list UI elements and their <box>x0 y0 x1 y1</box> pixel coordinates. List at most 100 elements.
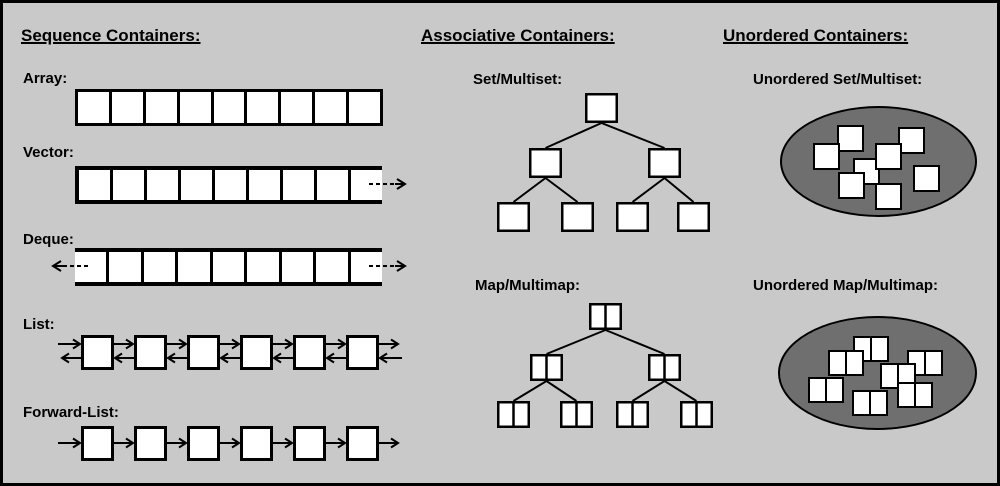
link-arrow-right-icon <box>270 437 294 449</box>
element-cell <box>212 252 248 282</box>
link-arrow-left-icon <box>325 352 349 364</box>
bucket-node <box>813 143 840 170</box>
pair-divider <box>924 352 926 374</box>
list-node <box>134 335 167 370</box>
bucket-pair-node <box>897 382 933 408</box>
list-node <box>293 426 326 461</box>
pair-divider <box>914 384 916 406</box>
bucket-node <box>913 165 940 192</box>
pair-divider <box>825 379 827 401</box>
tree-node <box>677 202 710 232</box>
element-cell <box>247 92 282 123</box>
element-cell <box>78 92 112 123</box>
vector-label: Vector: <box>23 144 74 161</box>
associative-containers-heading: Associative Containers: <box>421 26 615 45</box>
tree-node <box>529 148 562 178</box>
array-label: Array: <box>23 70 68 87</box>
element-cell <box>109 252 144 282</box>
bucket-pair-node <box>808 377 844 403</box>
link-arrows <box>58 335 84 370</box>
element-cell <box>281 252 317 282</box>
link-arrow-left-icon <box>219 352 243 364</box>
list-node <box>346 335 379 370</box>
link-arrows <box>323 335 349 370</box>
link-arrows <box>217 335 243 370</box>
link-arrows <box>270 426 294 461</box>
link-arrow-right-icon <box>323 338 347 350</box>
bucket-node <box>837 125 864 152</box>
link-arrow-left-icon <box>60 352 84 364</box>
unordered-map-bucket-ellipse <box>778 316 977 430</box>
element-cell <box>315 92 350 123</box>
element-cell <box>111 92 146 123</box>
link-arrow-left-icon <box>166 352 190 364</box>
link-arrow-right-icon <box>217 437 241 449</box>
link-arrows <box>164 426 188 461</box>
element-cell <box>143 252 179 282</box>
link-arrow-right-icon <box>58 437 82 449</box>
unordered-set-multiset-label: Unordered Set/Multiset: <box>753 71 923 88</box>
tree-node <box>616 202 649 232</box>
list-label: List: <box>23 316 55 333</box>
deque-grow-back-arrow-icon <box>369 259 409 273</box>
element-cell <box>317 170 351 200</box>
element-cell <box>145 92 180 123</box>
link-arrow-left-icon <box>378 352 402 364</box>
forward-list-label: Forward-List: <box>23 404 119 421</box>
element-cell <box>247 252 282 282</box>
dashed-arrow-right-icon <box>369 178 407 190</box>
link-arrow-right-icon <box>164 338 188 350</box>
link-arrows <box>376 335 402 370</box>
list-node <box>187 426 220 461</box>
tree-node <box>561 202 594 232</box>
list-node <box>187 335 220 370</box>
link-arrow-right-icon <box>323 437 347 449</box>
link-arrow-right-icon <box>217 338 241 350</box>
forward-list-diagram <box>58 426 400 461</box>
element-cell <box>283 170 317 200</box>
unordered-map-multimap-label: Unordered Map/Multimap: <box>753 277 939 294</box>
link-arrow-right-icon <box>376 437 400 449</box>
map-multimap-label: Map/Multimap: <box>475 277 580 294</box>
unordered-set-bucket-ellipse <box>780 106 977 217</box>
map-multimap-tree <box>497 303 713 428</box>
vector-grow-back-arrow-icon <box>369 177 409 191</box>
list-node <box>81 426 114 461</box>
bucket-node <box>875 183 902 210</box>
element-cell <box>215 170 249 200</box>
dashed-arrow-left-icon <box>51 260 89 272</box>
element-cell <box>316 252 351 282</box>
deque-diagram <box>75 248 382 286</box>
list-diagram <box>58 335 402 370</box>
pair-divider <box>897 365 899 387</box>
sequence-containers-heading: Sequence Containers: <box>21 26 201 45</box>
link-arrows <box>111 335 137 370</box>
link-arrows <box>270 335 296 370</box>
link-arrows <box>58 426 82 461</box>
link-arrow-right-icon <box>164 437 188 449</box>
pair-divider <box>870 338 872 360</box>
link-arrow-right-icon <box>111 338 135 350</box>
element-cell <box>178 252 213 282</box>
pair-divider <box>845 352 847 374</box>
bucket-node <box>875 143 902 170</box>
vector-diagram <box>75 166 382 204</box>
bucket-node <box>898 127 925 154</box>
link-arrows <box>164 335 190 370</box>
deque-label: Deque: <box>23 231 74 248</box>
deque-grow-front-arrow-icon <box>49 259 89 273</box>
link-arrows <box>376 426 400 461</box>
element-cell <box>79 170 113 200</box>
set-multiset-label: Set/Multiset: <box>473 71 563 88</box>
tree-node <box>497 202 530 232</box>
pair-divider <box>869 392 871 414</box>
bucket-pair-node <box>828 350 864 376</box>
element-cell <box>213 92 248 123</box>
link-arrows <box>323 426 347 461</box>
link-arrow-right-icon <box>270 338 294 350</box>
bucket-pair-node <box>852 390 888 416</box>
unordered-containers-heading: Unordered Containers: <box>723 26 909 45</box>
element-cell <box>147 170 181 200</box>
element-cell <box>349 92 381 123</box>
